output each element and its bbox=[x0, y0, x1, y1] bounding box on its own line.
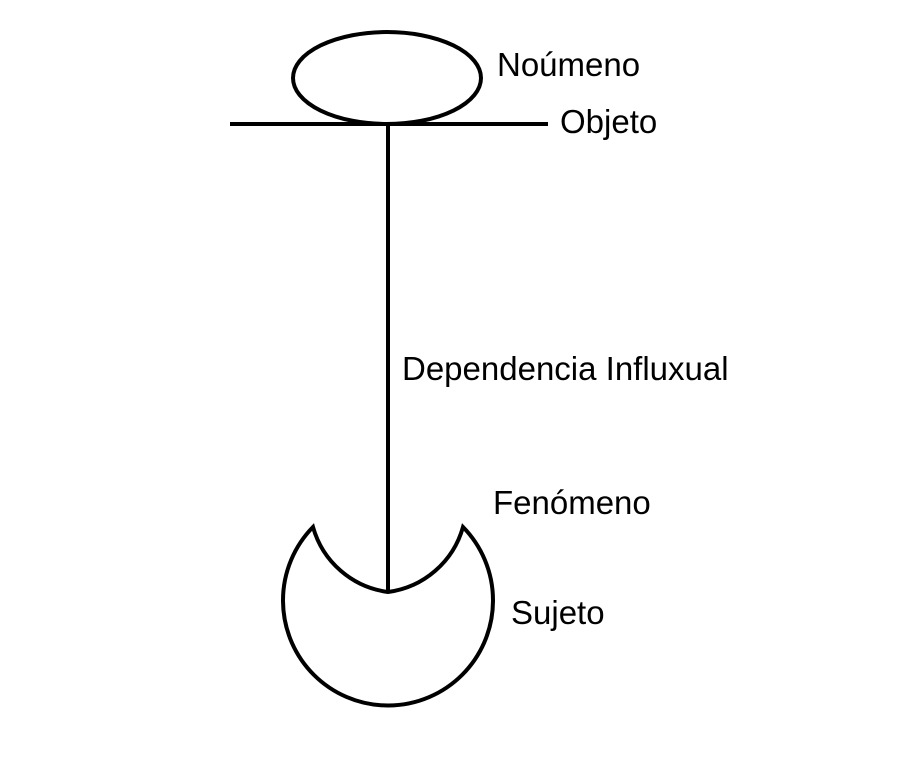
fenomeno-label: Fenómeno bbox=[493, 484, 651, 521]
sujeto-label: Sujeto bbox=[511, 594, 605, 631]
noumeno-ellipse bbox=[291, 30, 483, 126]
objeto-label: Objeto bbox=[560, 103, 658, 140]
dependencia-label: Dependencia Influxual bbox=[402, 350, 729, 387]
sujeto-crescent bbox=[281, 523, 495, 708]
noumeno-label: Noúmeno bbox=[497, 46, 641, 83]
